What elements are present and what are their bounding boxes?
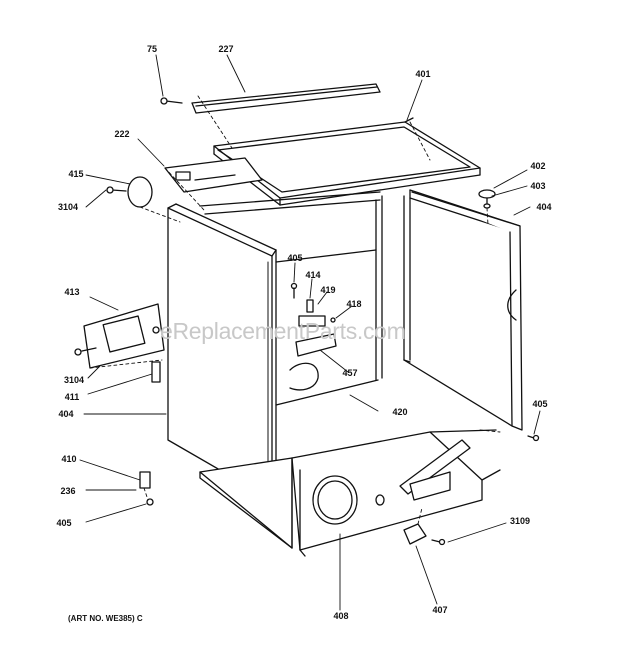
callout-404-left: 404 (58, 409, 74, 419)
callout-404-right: 404 (536, 202, 552, 212)
callout-236: 236 (60, 486, 76, 496)
part-227-rail (191, 83, 381, 114)
callout-407: 407 (432, 605, 448, 615)
callout-405-right: 405 (532, 399, 548, 409)
part-222-bracket (164, 157, 263, 193)
inner-components (290, 282, 337, 357)
callout-401: 401 (415, 69, 431, 79)
callout-414: 414 (305, 270, 321, 280)
art-number: (ART NO. WE385) C (68, 614, 143, 623)
callout-3109: 3109 (509, 516, 531, 526)
part-413-access-cover (74, 303, 165, 369)
part-408-base (199, 429, 501, 557)
callout-411: 411 (64, 392, 80, 402)
part-411-clip (151, 361, 161, 383)
callout-75: 75 (146, 44, 158, 54)
callout-3104-left: 3104 (63, 375, 85, 385)
callout-222: 222 (114, 129, 130, 139)
part-402-knob (478, 189, 496, 209)
watermark-text: eReplacementParts.com (160, 318, 406, 344)
callout-405-bottom: 405 (56, 518, 72, 528)
callout-413: 413 (64, 287, 80, 297)
callout-405-inner: 405 (287, 253, 303, 263)
callout-415: 415 (68, 169, 84, 179)
leader-lines (79, 54, 541, 611)
hidden-lines (89, 95, 501, 525)
callout-227: 227 (218, 44, 234, 54)
part-75-screw (160, 97, 183, 105)
callout-402: 402 (530, 161, 546, 171)
callout-457: 457 (342, 368, 358, 378)
callout-403: 403 (530, 181, 546, 191)
callout-3104-top: 3104 (57, 202, 79, 212)
callout-418: 418 (346, 299, 362, 309)
cabinet-back (275, 195, 383, 406)
part-407-foot (403, 523, 446, 546)
callout-419: 419 (320, 285, 336, 295)
part-415-cover (106, 176, 153, 208)
part-404-left-side-panel (167, 203, 277, 501)
callout-420: 420 (392, 407, 408, 417)
part-404-right-side-panel (403, 189, 523, 431)
callout-410: 410 (61, 454, 77, 464)
callout-408: 408 (333, 611, 349, 621)
part-401-top-panel (213, 117, 481, 206)
